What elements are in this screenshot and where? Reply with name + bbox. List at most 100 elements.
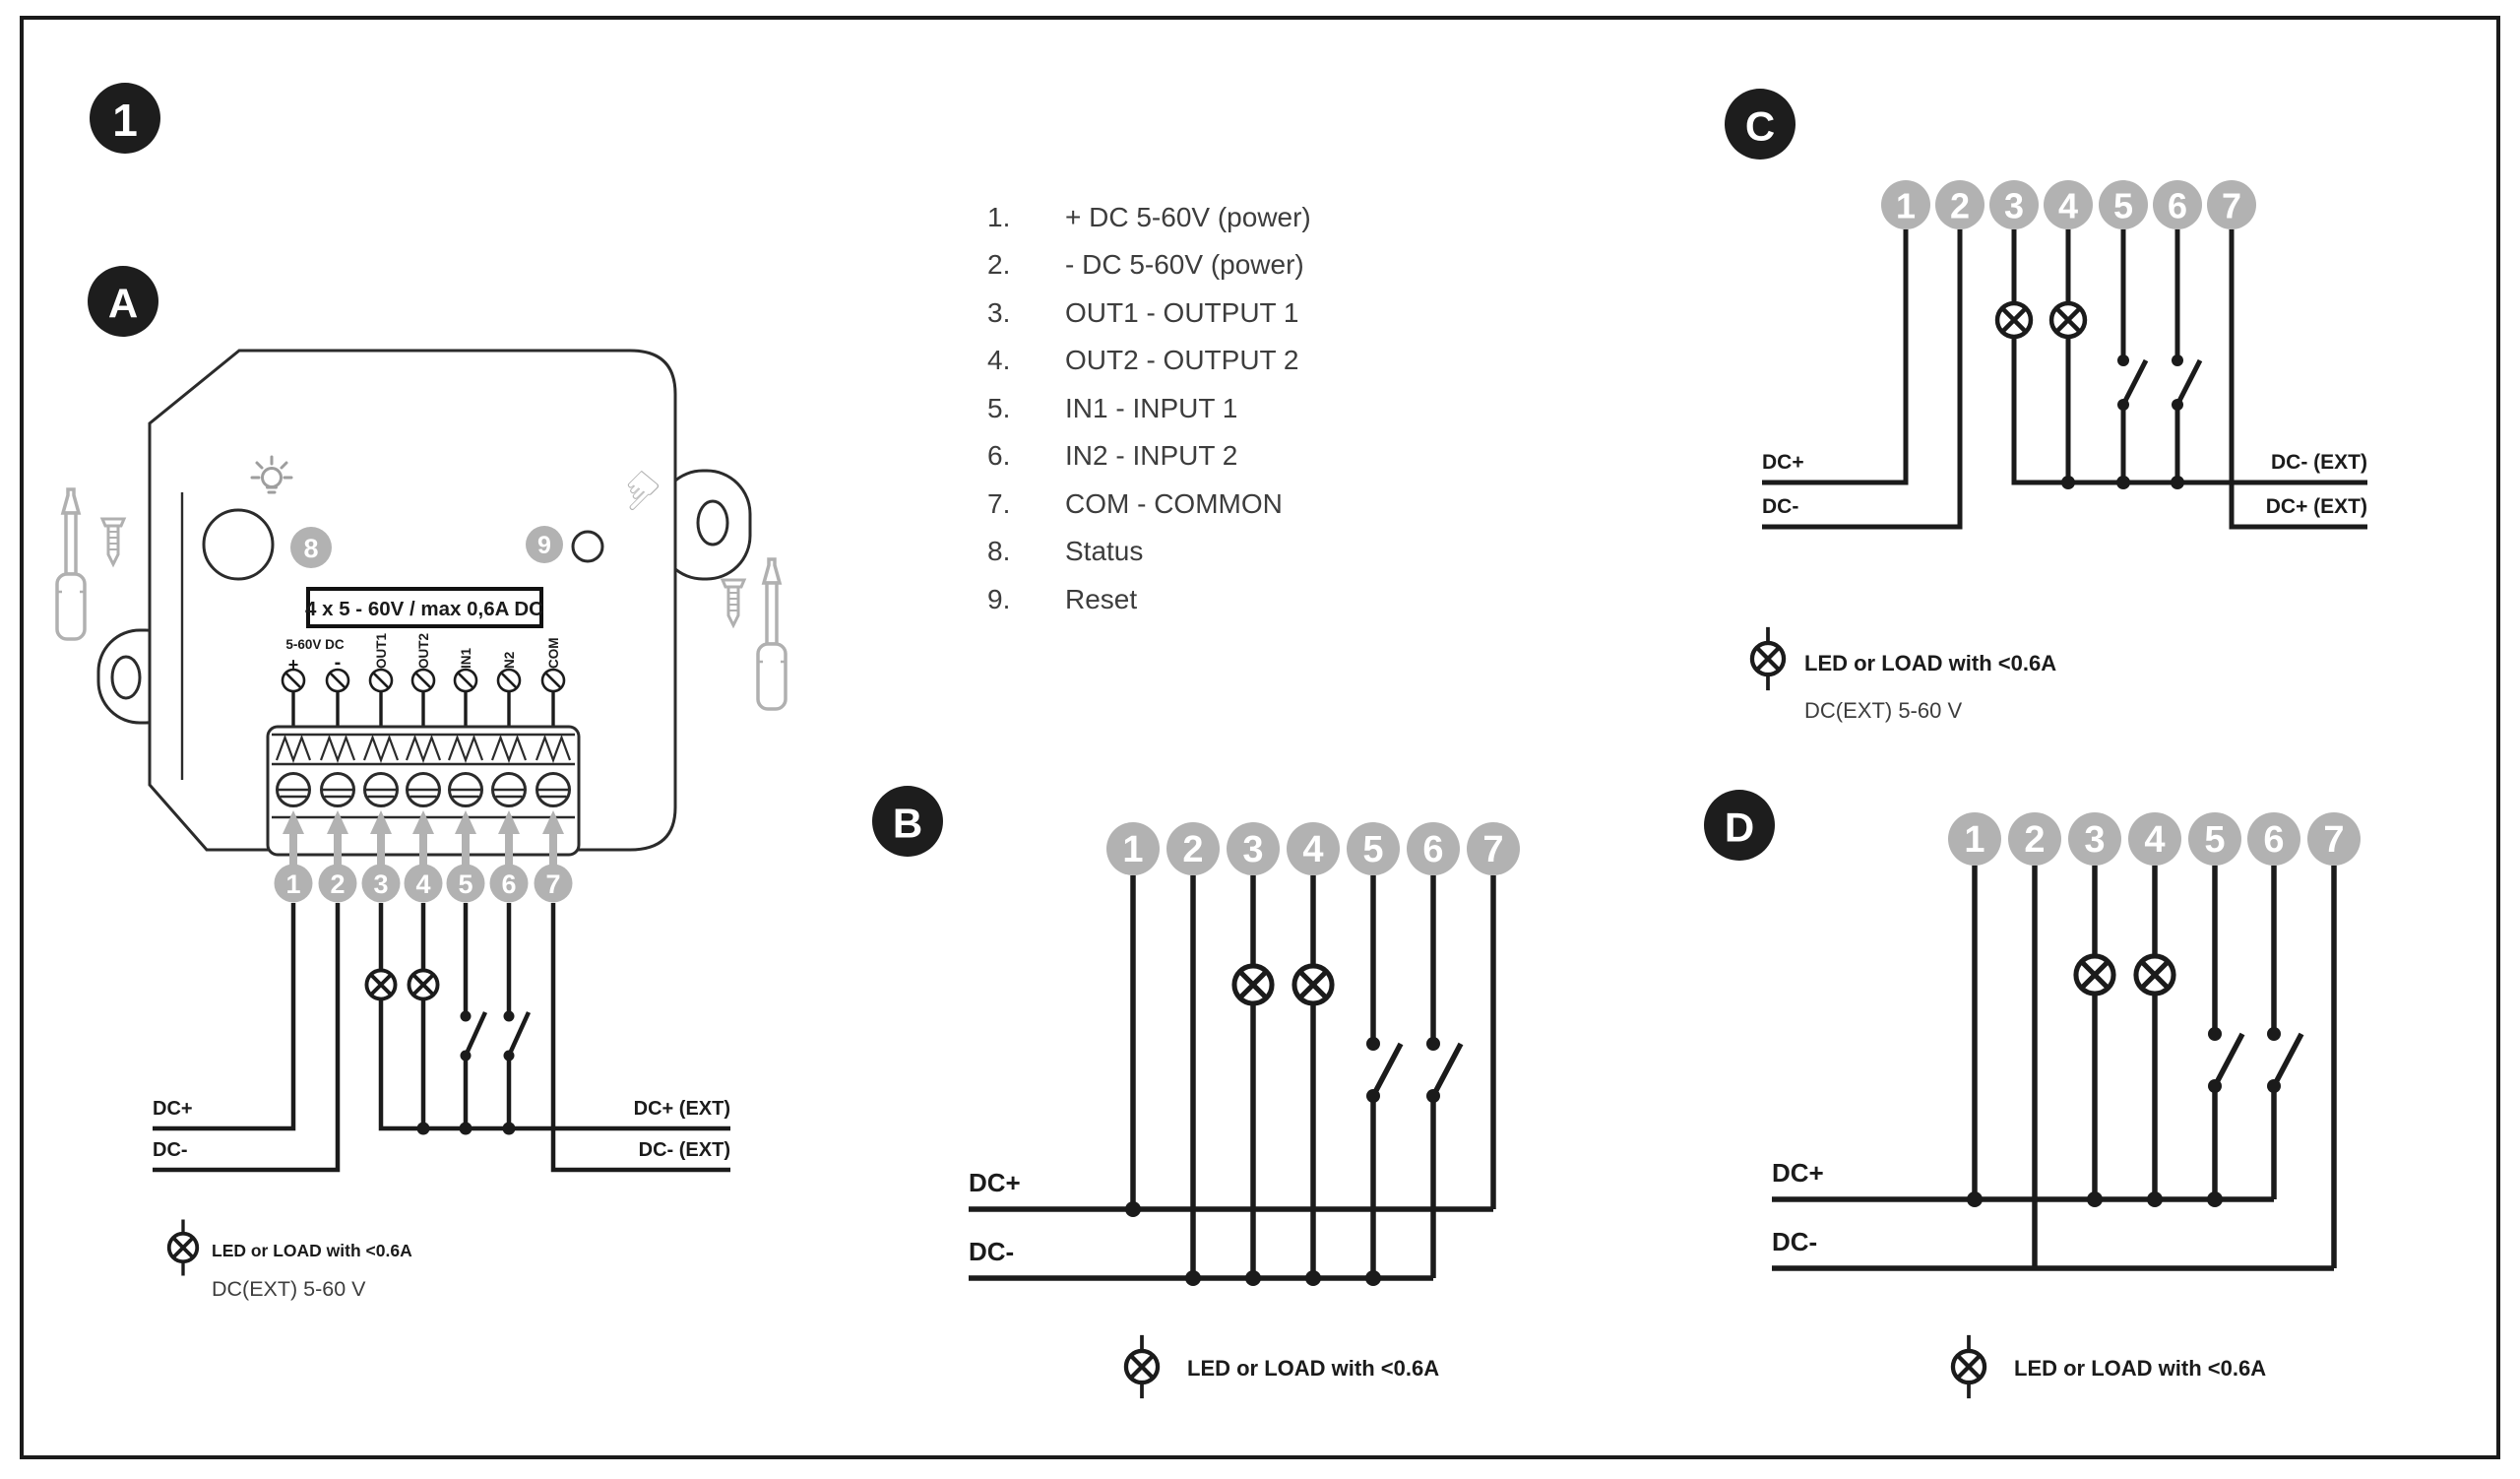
terminal-number: 2: [1950, 186, 1970, 226]
list-item: OUT2 - OUTPUT 2: [1065, 345, 1299, 375]
variant-c-badge: C: [1725, 89, 1796, 160]
section-c-wires: [1762, 229, 2367, 530]
section-d-wire-labels: DC+ DC-: [1772, 1158, 1824, 1256]
variant-a-badge: A: [88, 266, 158, 337]
terminal-number: 3: [373, 869, 388, 899]
terminal-block: [266, 725, 581, 857]
lamp-symbol: [1997, 303, 2031, 337]
dc-minus-label: DC-: [1762, 495, 1798, 518]
list-num: 6.: [987, 440, 1010, 471]
section-b-wire-labels: DC+ DC-: [969, 1168, 1021, 1266]
variant-c-label: C: [1745, 103, 1775, 150]
terminal-legend-list: 1.+ DC 5-60V (power) 2.- DC 5-60V (power…: [987, 202, 1311, 614]
terminal-number: 5: [2204, 819, 2225, 861]
lamp-symbol: [2051, 303, 2085, 337]
dc-plus-label: DC+: [153, 1098, 193, 1120]
variant-a-label: A: [108, 281, 138, 327]
section-c-circles: 1 2 3 4 5 6 7: [1881, 180, 2256, 229]
ear-hole: [696, 499, 729, 547]
terminal-label-out1: OUT1: [374, 633, 389, 669]
list-num: 7.: [987, 488, 1010, 519]
list-item: Status: [1065, 536, 1143, 566]
list-item: - DC 5-60V (power): [1065, 249, 1304, 280]
terminal-number: 3: [2084, 819, 2105, 861]
section-b-circles: 1 2 3 4 5 6 7: [1106, 822, 1520, 875]
section-a-wire-labels: DC+ DC- DC+ (EXT) DC- (EXT): [153, 1098, 730, 1161]
dc-minus-label: DC-: [1772, 1227, 1817, 1256]
section-c-junctions: [2061, 354, 2184, 489]
dc-minus-ext-label: DC- (EXT): [2271, 451, 2367, 474]
status-badge: 8: [290, 527, 332, 568]
section-c-legend: LED or LOAD with <0.6A DC(EXT) 5-60 V: [1752, 627, 2056, 723]
ear-hole: [110, 655, 142, 700]
terminal-number: 7: [545, 869, 560, 899]
led-note: LED or LOAD with <0.6A: [1187, 1356, 1439, 1381]
list-num: 8.: [987, 536, 1010, 566]
power-group-label: 5-60V DC: [285, 637, 345, 652]
terminal-number: 2: [330, 869, 345, 899]
list-num: 5.: [987, 393, 1010, 423]
rating-label: 4 x 5 - 60V / max 0,6A DC: [305, 598, 543, 620]
reset-badge: 9: [526, 526, 563, 563]
terminal-number: 1: [1896, 186, 1916, 226]
terminal-label-com: COM: [546, 638, 561, 670]
dc-ext-note: DC(EXT) 5-60 V: [1804, 698, 1962, 723]
terminal-number: 7: [2222, 186, 2241, 226]
led-note: LED or LOAD with <0.6A: [2014, 1356, 2266, 1381]
dc-minus-label: DC-: [969, 1237, 1014, 1266]
variant-b-badge: B: [872, 786, 943, 857]
section-d-circles: 1 2 3 4 5 6 7: [1948, 812, 2361, 866]
terminal-number: 7: [2323, 819, 2344, 861]
dc-plus-label: DC+: [1762, 451, 1804, 474]
list-num: 9.: [987, 584, 1010, 614]
terminal-number: 5: [458, 869, 472, 899]
terminal-number: 4: [2058, 186, 2078, 226]
dc-minus-label: DC-: [153, 1139, 188, 1161]
section-c-wire-labels: DC+ DC- DC- (EXT) DC+ (EXT): [1762, 451, 2367, 518]
terminal-number: 2: [1182, 829, 1203, 870]
terminal-labels: 5-60V DC + - OUT1 OUT2 IN1 N2 COM: [285, 633, 561, 675]
terminal-number: 4: [415, 869, 430, 899]
variant-d-label: D: [1725, 804, 1754, 851]
terminal-number: 4: [1302, 829, 1323, 870]
section-b-junctions: [1125, 1037, 1440, 1286]
section-a-junctions: [416, 1010, 516, 1135]
list-item: IN1 - INPUT 1: [1065, 393, 1237, 423]
status-led-window: [202, 508, 275, 581]
list-num: 3.: [987, 297, 1010, 328]
terminal-number: 6: [501, 869, 516, 899]
terminal-number: 3: [1242, 829, 1263, 870]
dc-ext-note: DC(EXT) 5-60 V: [212, 1277, 366, 1301]
status-badge-label: 8: [303, 534, 318, 563]
list-item: IN2 - INPUT 2: [1065, 440, 1237, 471]
terminal-number-circles: 1 2 3 4 5 6 7: [274, 864, 573, 903]
list-num: 4.: [987, 345, 1010, 375]
lamp-symbol: [2076, 956, 2113, 994]
dc-plus-label: DC+: [1772, 1158, 1824, 1188]
terminal-label-plus: +: [288, 655, 299, 675]
section-a: A 8 9: [55, 266, 788, 1301]
terminal-label-minus: -: [335, 652, 342, 674]
section-d-legend: LED or LOAD with <0.6A: [1953, 1335, 2266, 1398]
terminal-number: 6: [1422, 829, 1443, 870]
terminal-number: 7: [1482, 829, 1503, 870]
step-badge: 1: [90, 83, 160, 154]
variant-b-label: B: [893, 801, 922, 847]
dc-plus-ext-label: DC+ (EXT): [2266, 495, 2367, 518]
lamp-symbol: [1294, 966, 1332, 1003]
section-d: D 1 2 3 4 5 6 7: [1704, 790, 2361, 1398]
section-d-junctions: [1967, 1027, 2281, 1207]
terminal-number: 5: [1362, 829, 1383, 870]
section-c: C 1 2 3 4 5 6 7 DC+: [1725, 89, 2367, 723]
section-a-legend: LED or LOAD with <0.6A DC(EXT) 5-60 V: [169, 1220, 412, 1301]
terminal-label-in2: N2: [502, 652, 517, 669]
rating-box: 4 x 5 - 60V / max 0,6A DC: [305, 587, 543, 628]
lamp-symbol: [407, 968, 440, 1001]
terminal-number: 6: [2168, 186, 2187, 226]
terminal-number: 1: [285, 869, 300, 899]
list-item: COM - COMMON: [1065, 488, 1283, 519]
lamp-symbol: [2136, 956, 2174, 994]
terminal-number: 1: [1964, 819, 1984, 861]
